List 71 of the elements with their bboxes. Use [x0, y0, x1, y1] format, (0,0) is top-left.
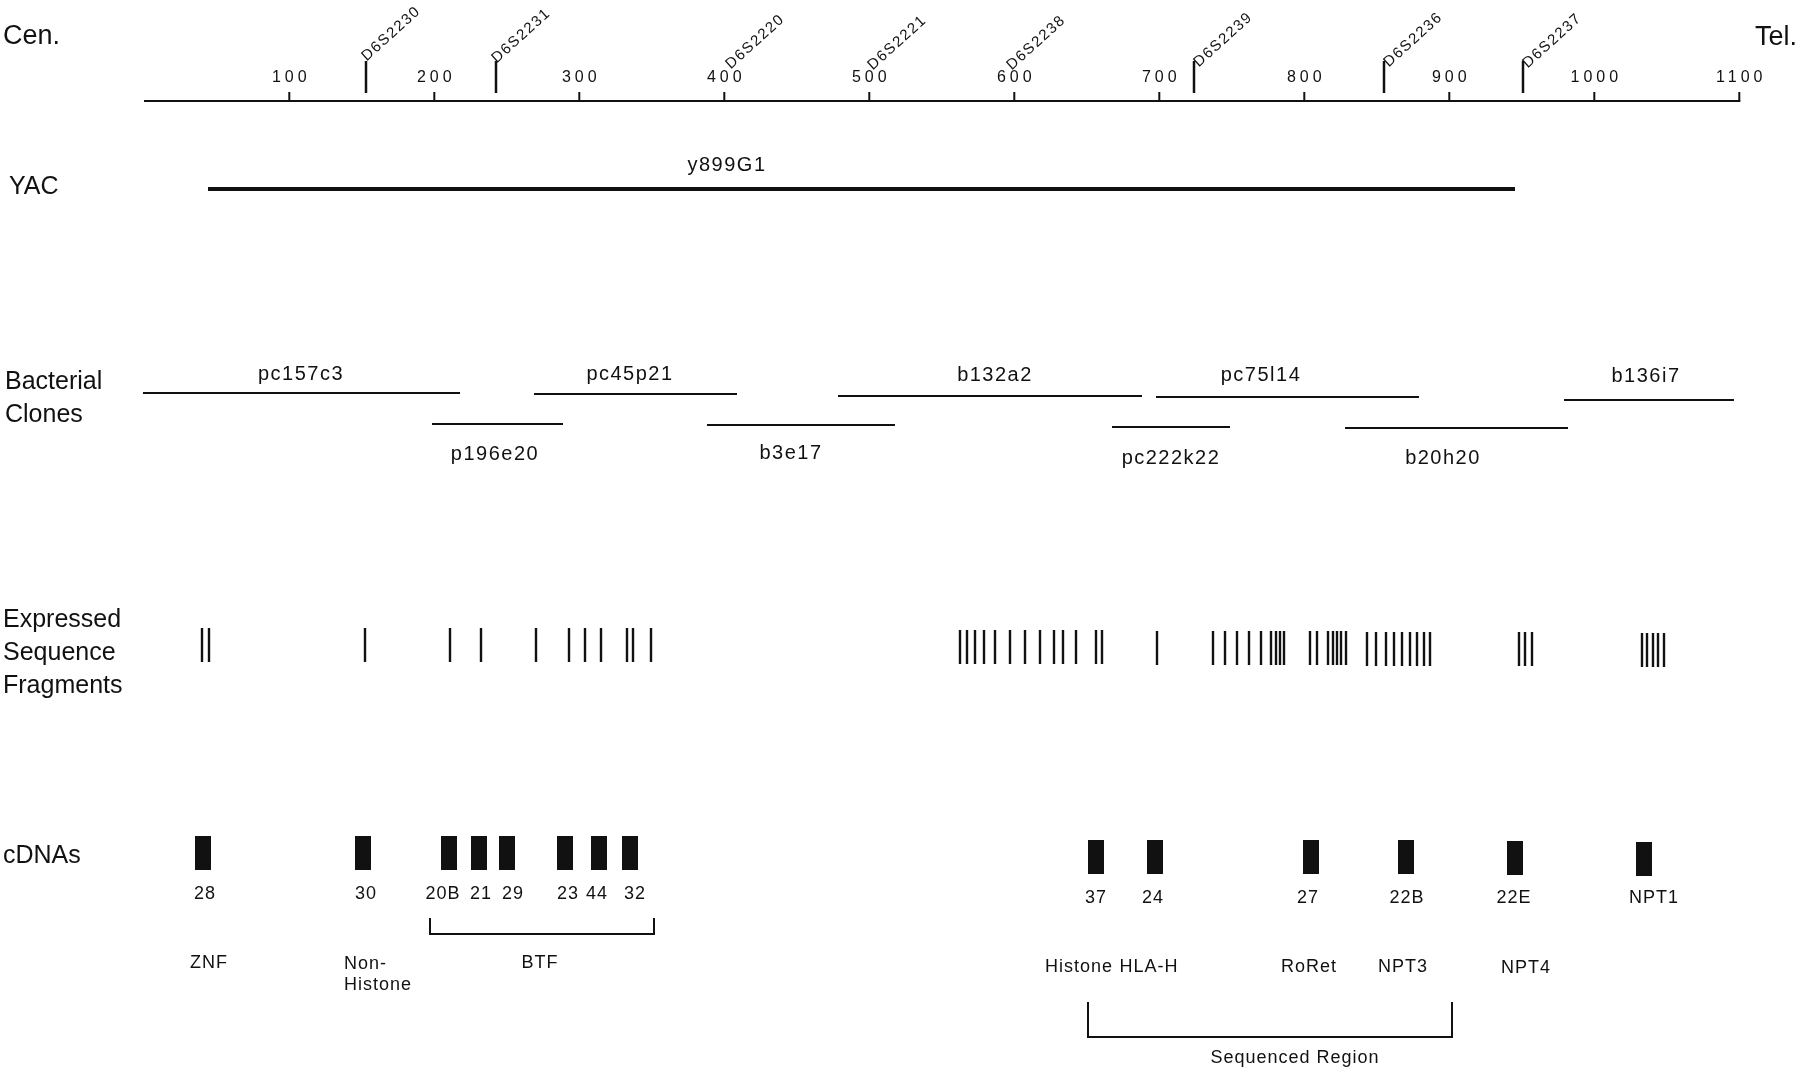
cdna-block [1088, 840, 1104, 874]
gene-name: Histone [1045, 957, 1113, 977]
gene-name: NPT4 [1501, 958, 1551, 978]
scale-number: 1000 [1570, 68, 1623, 86]
clone-line [1564, 398, 1734, 402]
cdna-block [441, 836, 457, 870]
clone-name: b3e17 [759, 441, 823, 463]
cdna-block [1147, 840, 1163, 874]
cdna-number: 24 [1142, 888, 1164, 908]
clone-name: b20h20 [1405, 446, 1481, 468]
end-label: Tel. [1754, 22, 1797, 52]
clone-name: pc45p21 [586, 362, 674, 384]
cdna-block [471, 836, 487, 870]
cdna-block [1303, 840, 1319, 874]
cdna-block [355, 836, 371, 870]
gene-name: RoRet [1281, 957, 1337, 977]
cdna-number: 27 [1297, 888, 1319, 908]
cdna-number: 37 [1085, 888, 1107, 908]
cdna-block [557, 836, 573, 870]
clone-line [143, 391, 460, 395]
row-heading: YAC [9, 172, 59, 200]
clone-line [838, 394, 1142, 398]
cdna-number: 22E [1496, 888, 1532, 908]
clone-name: pc157c3 [257, 362, 345, 384]
clone-name: b132a2 [957, 363, 1033, 385]
cdna-number: 44 [586, 884, 608, 904]
row-heading: cDNAs [3, 841, 81, 869]
cdna-number: 20B [425, 884, 461, 904]
clone-line [1345, 426, 1568, 430]
end-label: Cen. [3, 21, 61, 51]
cdna-number: 29 [502, 884, 524, 904]
scale-number: 400 [706, 68, 746, 86]
cdna-block [195, 836, 211, 870]
bracket-label: BTF [521, 953, 559, 973]
cdna-number: 23 [557, 884, 579, 904]
cdna-block [1398, 840, 1414, 874]
scale-number: 900 [1431, 68, 1471, 86]
gene-name: NPT3 [1378, 957, 1428, 977]
clone-name: p196e20 [450, 442, 540, 464]
cdna-block [499, 836, 515, 870]
clone-name: y899G1 [687, 153, 767, 175]
clone-line [534, 392, 737, 396]
row-heading: Bacterial Clones [5, 365, 104, 429]
cdna-block [1636, 842, 1652, 876]
scale-number: 300 [561, 68, 601, 86]
scale-number: 200 [416, 68, 456, 86]
clone-line [1112, 425, 1230, 429]
cdna-number: 28 [194, 884, 216, 904]
scale-number: 1100 [1716, 68, 1767, 86]
cdna-block [622, 836, 638, 870]
clone-name: b136i7 [1611, 364, 1681, 386]
cdna-number: NPT1 [1629, 888, 1679, 908]
scale-number: 800 [1286, 68, 1326, 86]
scale-number: 700 [1141, 68, 1181, 86]
gene-name: HLA-H [1119, 957, 1179, 977]
cdna-block [1507, 841, 1523, 875]
clone-name: pc75l14 [1220, 363, 1302, 385]
cdna-number: 30 [355, 884, 377, 904]
clone-line [432, 422, 563, 426]
gene-name: Non-Histone [344, 953, 414, 995]
row-heading: Expressed Sequence Fragments [3, 603, 124, 700]
clone-line [707, 423, 895, 427]
cdna-block [591, 836, 607, 870]
clone-line [1156, 395, 1419, 399]
scale-number: 100 [271, 68, 311, 86]
gene-name: ZNF [190, 953, 228, 973]
clone-name: pc222k22 [1121, 446, 1221, 468]
cdna-number: 21 [470, 884, 492, 904]
bracket-label: Sequenced Region [1210, 1048, 1380, 1068]
cdna-number: 32 [624, 884, 646, 904]
cdna-number: 22B [1389, 888, 1425, 908]
